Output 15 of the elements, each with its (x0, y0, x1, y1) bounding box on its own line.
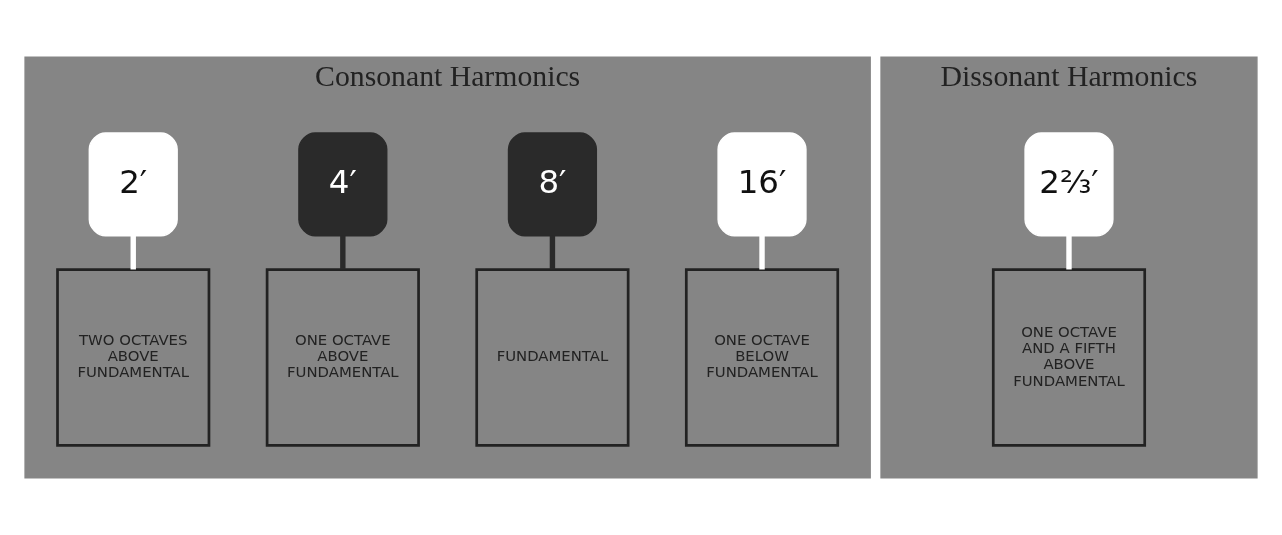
node-box: ONE OCTAVE AND A FIFTH ABOVE FUNDAMENTAL (991, 268, 1147, 447)
node-box: 4′ (298, 132, 388, 237)
node-box: ONE OCTAVE BELOW FUNDAMENTAL (684, 268, 840, 447)
node-box: 16′ (717, 132, 807, 237)
connector (549, 235, 556, 270)
node-box: 8′ (507, 132, 598, 237)
node-box: TWO OCTAVES ABOVE FUNDAMENTAL (56, 268, 211, 447)
node-box: 2′ (88, 132, 178, 237)
connector (340, 235, 346, 270)
connector (759, 235, 765, 270)
connector (130, 235, 136, 270)
node-box: ONE OCTAVE ABOVE FUNDAMENTAL (265, 268, 420, 447)
node-box: 2⅔′ (1024, 132, 1114, 237)
connector (1066, 235, 1072, 270)
node-box: FUNDAMENTAL (475, 268, 630, 447)
